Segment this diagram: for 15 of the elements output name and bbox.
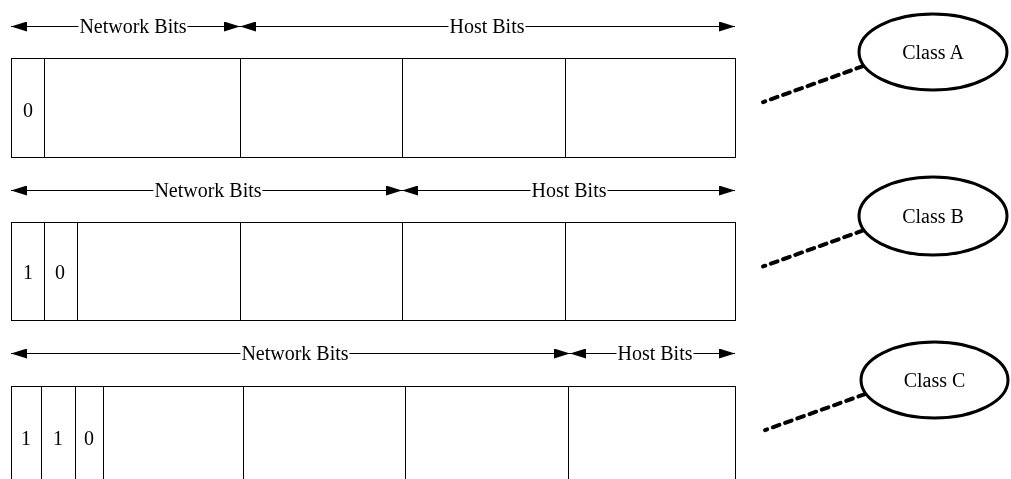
dotted-connector — [761, 64, 866, 105]
bit-value: 0 — [84, 427, 94, 449]
class-name: Class B — [902, 204, 964, 228]
bit-value: 0 — [23, 99, 33, 121]
bit-value: 1 — [21, 427, 31, 449]
class-name: Class C — [903, 368, 966, 392]
class-name: Class A — [902, 40, 964, 64]
class-ellipse — [859, 340, 1010, 420]
bit-value: 1 — [53, 427, 63, 449]
class-ellipse — [857, 12, 1009, 92]
dotted-connector — [761, 228, 866, 269]
bit-value: 1 — [23, 261, 33, 283]
class-ellipse — [857, 175, 1009, 257]
dotted-connector — [763, 392, 868, 433]
bit-value: 0 — [55, 261, 65, 283]
